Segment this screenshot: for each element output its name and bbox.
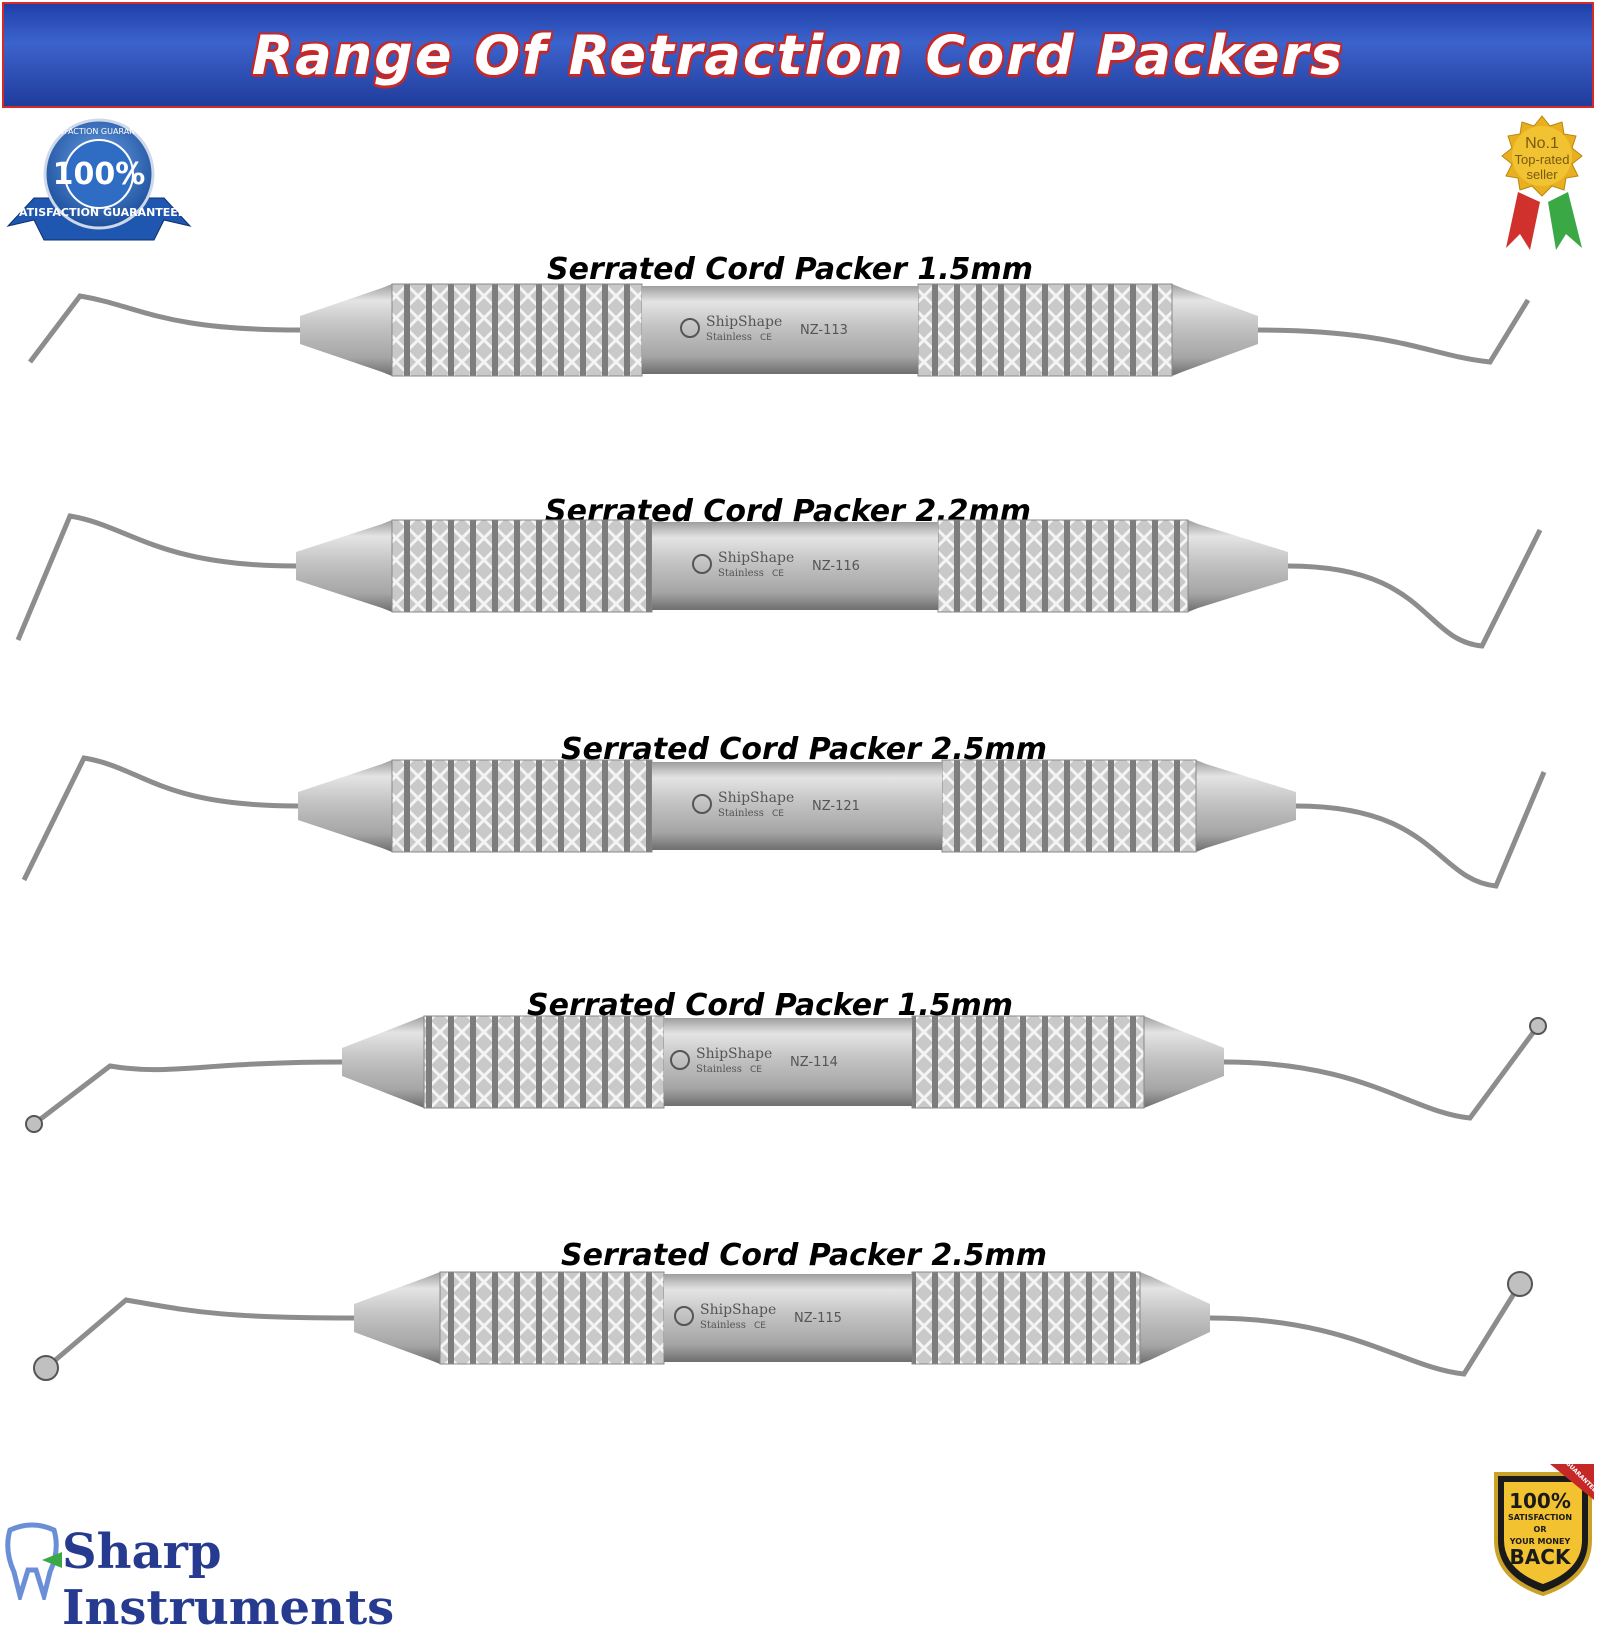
left-knurled-grip (391, 519, 653, 613)
badge-right-line1: No.1 (1525, 135, 1559, 152)
left-handle-taper (300, 284, 392, 376)
left-shank (44, 1297, 355, 1370)
logo-text: Sharp Instruments (62, 1524, 395, 1636)
right-tip (1529, 1017, 1547, 1035)
center-plate (652, 762, 942, 850)
left-handle-taper (342, 1016, 424, 1108)
center-plate (652, 522, 938, 610)
badge-bottom-line4: BACK (1510, 1545, 1572, 1569)
left-tip (33, 1355, 59, 1381)
engraved-material: Stainless (706, 332, 752, 343)
left-knurled-grip (391, 283, 643, 377)
right-shank (1209, 1282, 1523, 1377)
right-shank (1223, 1024, 1541, 1121)
engraved-ce-mark: CE (772, 569, 784, 579)
right-handle-taper (1172, 284, 1258, 376)
engraved-code: NZ-121 (812, 799, 860, 814)
engraved-material: Stainless (700, 1320, 746, 1331)
left-handle-taper (298, 760, 392, 852)
left-knurled-grip (391, 759, 653, 853)
center-plate (642, 286, 918, 374)
top-rated-seller-badge: No.1 Top-rated seller (1501, 115, 1583, 250)
engraved-ce-mark: CE (772, 809, 784, 819)
right-shank (1257, 298, 1531, 365)
engraved-brand: ShipShape (696, 1046, 772, 1062)
badge-bottom-line3: YOUR MONEY (1509, 1537, 1571, 1546)
right-handle-taper (1188, 520, 1288, 612)
title-banner: Range Of Retraction Cord Packers (2, 2, 1594, 108)
instrument-label: Serrated Cord Packer 1.5mm (547, 252, 1033, 287)
right-tip (1507, 1271, 1533, 1297)
center-plate (664, 1018, 912, 1106)
instrument-label: Serrated Cord Packer 2.5mm (561, 1238, 1047, 1273)
badge-bottom-line2: OR (1534, 1525, 1547, 1534)
badge-bottom-percent: 100% (1509, 1489, 1571, 1513)
left-knurled-grip (439, 1271, 665, 1365)
center-plate (664, 1274, 912, 1362)
engraved-code: NZ-113 (800, 323, 848, 338)
right-handle-taper (1144, 1016, 1224, 1108)
engraved-brand: ShipShape (718, 790, 794, 806)
right-handle-taper (1140, 1272, 1210, 1364)
left-handle-taper (296, 520, 392, 612)
engraved-code: NZ-116 (812, 559, 860, 574)
engraved-ce-mark: CE (760, 333, 772, 343)
engraved-material: Stainless (718, 808, 764, 819)
badge-bottom-line1: SATISFACTION (1508, 1513, 1572, 1522)
shipshape-logo-icon (674, 1306, 694, 1326)
badge-left-ring-text: SATISFACTION GUARANTEED (42, 127, 157, 136)
right-knurled-grip (911, 1015, 1145, 1109)
right-knurled-grip (941, 759, 1197, 853)
left-shank (32, 1059, 343, 1126)
shipshape-logo-icon (670, 1050, 690, 1070)
banner-title: Range Of Retraction Cord Packers (251, 23, 1345, 87)
shipshape-logo-icon (692, 794, 712, 814)
engraved-brand: ShipShape (706, 314, 782, 330)
badge-left-ribbon-text: SATISFACTION GUARANTEED (11, 206, 187, 219)
right-handle-taper (1196, 760, 1296, 852)
engraved-code: NZ-115 (794, 1311, 842, 1326)
left-knurled-grip (423, 1015, 665, 1109)
engraved-ce-mark: CE (750, 1065, 762, 1075)
sharp-instruments-logo: Sharp Instruments (2, 1520, 562, 1636)
satisfaction-guaranteed-badge: 100% SATISFACTION GUARANTEED SATISFACTIO… (6, 118, 192, 241)
shipshape-logo-icon (680, 318, 700, 338)
right-knurled-grip (911, 1271, 1141, 1365)
left-shank (28, 293, 301, 364)
engraved-brand: ShipShape (718, 550, 794, 566)
right-knurled-grip (937, 519, 1189, 613)
right-shank (1287, 528, 1543, 649)
shipshape-logo-icon (692, 554, 712, 574)
engraved-material: Stainless (718, 568, 764, 579)
left-handle-taper (354, 1272, 440, 1364)
right-shank (1295, 771, 1547, 889)
left-shank (15, 513, 297, 641)
left-shank (21, 755, 299, 882)
badge-right-line2: Top-rated (1515, 152, 1570, 167)
badge-left-percent: 100% (53, 157, 146, 192)
left-tip (25, 1115, 43, 1133)
engraved-material: Stainless (696, 1064, 742, 1075)
engraved-code: NZ-114 (790, 1055, 838, 1070)
money-back-guarantee-badge: GUARANTEE 100% SATISFACTION OR YOUR MONE… (1494, 1460, 1598, 1596)
engraved-brand: ShipShape (700, 1302, 776, 1318)
badge-right-line3: seller (1526, 167, 1558, 182)
engraved-ce-mark: CE (754, 1321, 766, 1331)
tooth-icon (5, 1522, 62, 1600)
right-knurled-grip (917, 283, 1173, 377)
